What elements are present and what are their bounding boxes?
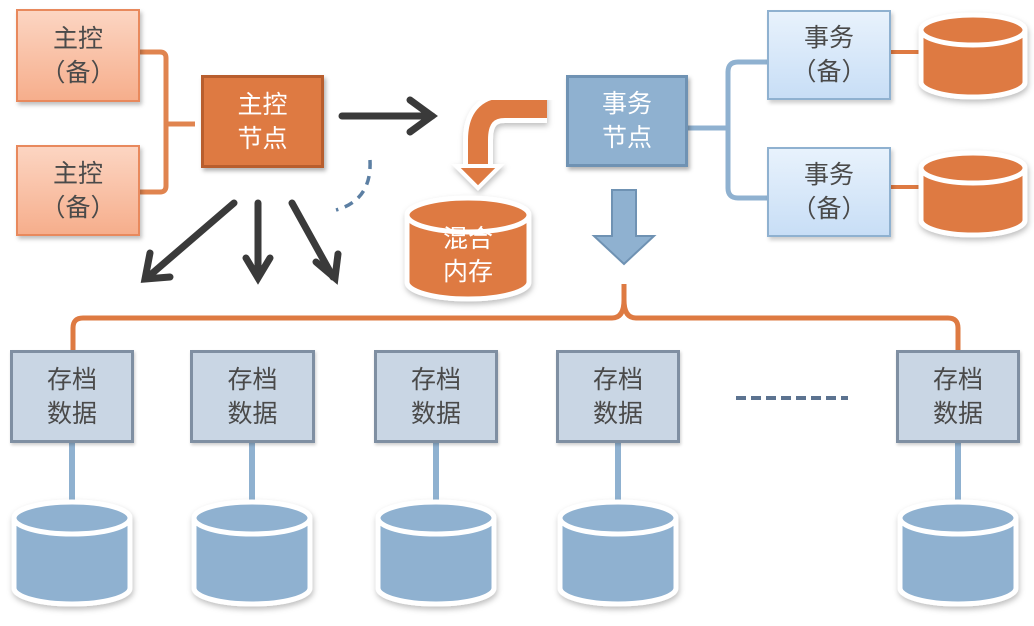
transaction-backup-disk: [918, 150, 1028, 238]
archive-node-line2: 数据: [227, 398, 278, 428]
archive-node-line2: 数据: [410, 398, 461, 428]
archive-node-line1: 存档: [592, 364, 643, 394]
master-backup-box[interactable]: 主控 （备）: [16, 145, 140, 236]
archive-node[interactable]: 存档 数据: [374, 350, 498, 443]
transaction-down-arrow: [591, 189, 657, 266]
archive-node-line1: 存档: [227, 364, 278, 394]
master-node-line2: 节点: [237, 123, 288, 153]
hybrid-memory-label: 混合 内存: [408, 222, 528, 288]
transaction-node-line2: 节点: [601, 123, 652, 152]
archive-disk: [897, 499, 1019, 607]
transaction-backup-box[interactable]: 事务 （备）: [767, 10, 891, 100]
archive-node-line1: 存档: [932, 364, 983, 394]
archive-node[interactable]: 存档 数据: [190, 350, 315, 443]
hybrid-memory-line1: 混合: [442, 224, 493, 253]
archive-disk: [557, 499, 679, 607]
master-to-transaction-arrow: [338, 96, 438, 136]
archive-disk: [375, 499, 497, 607]
master-backup-bracket: [140, 49, 195, 195]
transaction-backup-line1: 事务: [803, 160, 854, 189]
hybrid-memory-cylinder: [404, 195, 532, 302]
archive-node-line1: 存档: [410, 364, 461, 394]
dashed-arc: [335, 159, 372, 212]
transaction-backup-disk: [918, 12, 1028, 100]
archive-bus-bracket: [70, 299, 961, 350]
master-to-archive-arrows: [140, 199, 342, 285]
archive-node-line1: 存档: [46, 364, 97, 394]
transaction-backup-line1: 事务: [803, 23, 854, 52]
archive-node[interactable]: 存档 数据: [556, 350, 680, 443]
master-node-line1: 主控: [237, 89, 288, 119]
master-node[interactable]: 主控 节点: [201, 75, 324, 168]
archive-node[interactable]: 存档 数据: [10, 350, 134, 443]
archive-node-line2: 数据: [592, 398, 643, 428]
transaction-to-memory-arrow: [451, 93, 547, 191]
archive-disk: [11, 499, 133, 607]
master-backup-box[interactable]: 主控 （备）: [16, 9, 140, 102]
archive-disk: [191, 499, 313, 607]
master-backup-line2: （备）: [40, 192, 116, 222]
hybrid-memory-line2: 内存: [442, 257, 493, 286]
master-backup-line1: 主控: [52, 158, 103, 188]
transaction-backup-line2: （备）: [791, 194, 867, 223]
archive-node-line2: 数据: [46, 398, 97, 428]
transaction-backup-line2: （备）: [791, 57, 867, 86]
master-backup-line2: （备）: [40, 57, 116, 87]
master-backup-line1: 主控: [52, 23, 103, 53]
archive-node-line2: 数据: [932, 398, 983, 428]
transaction-backup-bracket: [688, 59, 768, 201]
archive-node[interactable]: 存档 数据: [896, 350, 1020, 443]
transaction-backup-box[interactable]: 事务 （备）: [767, 147, 891, 237]
transaction-node-line1: 事务: [601, 89, 652, 118]
transaction-node[interactable]: 事务 节点: [566, 75, 688, 167]
